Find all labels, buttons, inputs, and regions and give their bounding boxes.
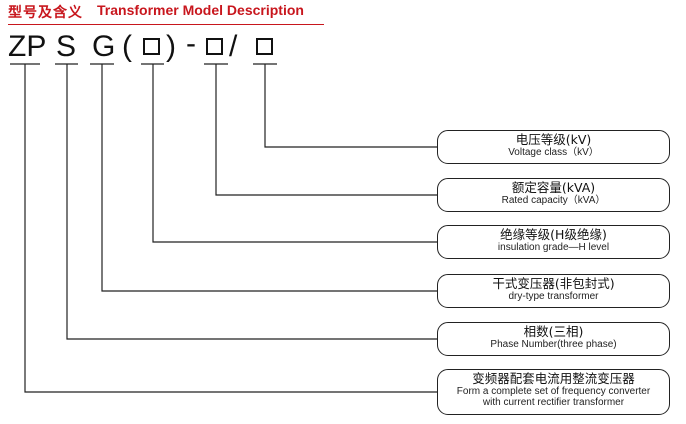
label-voltage-en: Voltage class（kV） (508, 147, 599, 158)
label-insulation-en: insulation grade—H level (497, 242, 610, 253)
connector-voltage (264, 64, 437, 148)
title-english: Transformer Model Description (97, 2, 304, 18)
code-box-insulation (143, 38, 160, 55)
code-slash: / (229, 30, 238, 63)
title-chinese: 型号及含义 (8, 5, 83, 21)
connector-capacity (215, 64, 437, 196)
label-insulation-cn: 绝缘等级(H级绝缘) (500, 227, 607, 242)
connector-rectifier (24, 64, 437, 393)
label-dry-type: 干式变压器(非包封式) dry-type transformer (437, 274, 670, 308)
code-zp: ZP (8, 30, 47, 63)
connector-insulation (152, 64, 437, 243)
label-phase-cn: 相数(三相) (523, 324, 584, 339)
label-voltage-class: 电压等级(kV) Voltage class（kV） (437, 130, 670, 164)
label-phase-en: Phase Number(three phase) (490, 339, 617, 350)
code-g: G (92, 30, 116, 63)
label-drytype-cn: 干式变压器(非包封式) (492, 276, 615, 291)
code-box-voltage (256, 38, 273, 55)
label-capacity-en: Rated capacity（kVA） (501, 195, 606, 206)
label-rectifier-transformer: 变频器配套电流用整流变压器 Form a complete set of fre… (437, 369, 670, 415)
connector-phase (66, 64, 437, 340)
label-rectifier-cn: 变频器配套电流用整流变压器 (472, 371, 635, 386)
label-drytype-en: dry-type transformer (508, 291, 599, 302)
label-voltage-cn: 电压等级(kV) (515, 132, 592, 147)
label-phase-number: 相数(三相) Phase Number(three phase) (437, 322, 670, 356)
label-rated-capacity: 额定容量(kVA) Rated capacity（kVA） (437, 178, 670, 212)
label-insulation-grade: 绝缘等级(H级绝缘) insulation grade—H level (437, 225, 670, 259)
label-rectifier-en-line2: with current rectifier transformer (482, 397, 625, 408)
label-capacity-cn: 额定容量(kVA) (511, 180, 596, 195)
code-s: S (56, 30, 77, 63)
code-paren-close: ) (166, 30, 176, 63)
connector-drytype (101, 64, 437, 292)
code-dash: - (186, 27, 196, 60)
code-box-capacity (206, 38, 223, 55)
code-paren-open: ( (122, 30, 132, 63)
title-underline (8, 24, 324, 25)
label-rectifier-en: Form a complete set of frequency convert… (456, 386, 651, 397)
